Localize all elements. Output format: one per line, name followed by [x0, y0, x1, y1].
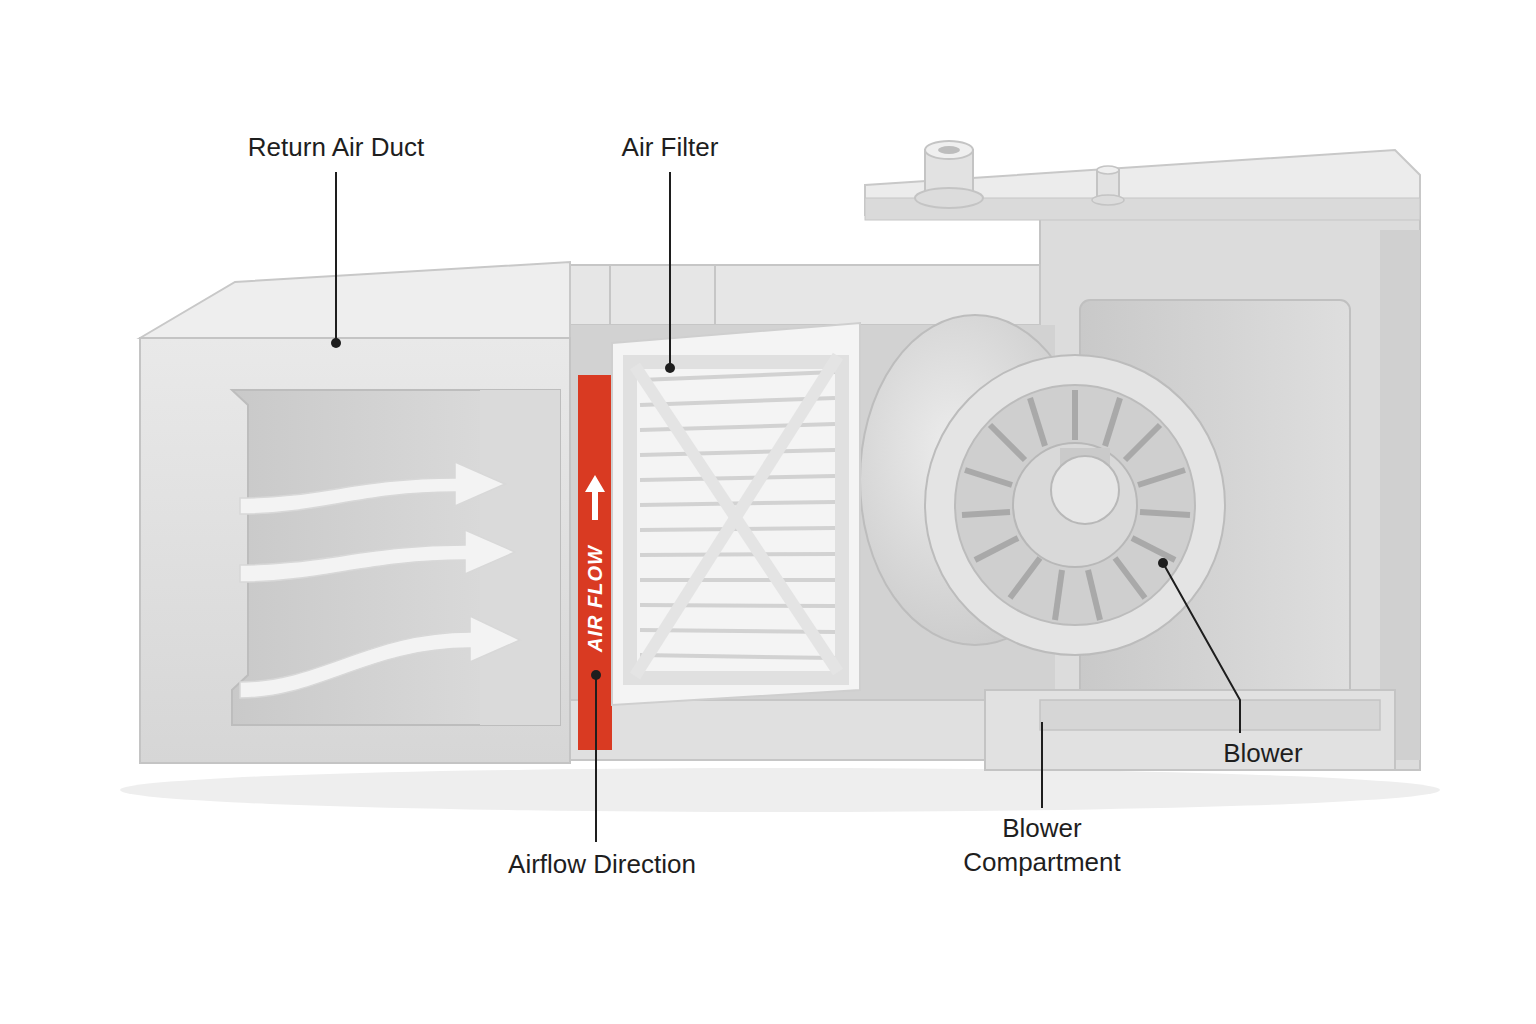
part-label: Blower Compartment — [927, 812, 1157, 880]
part-label: Air Filter — [622, 131, 719, 165]
part-label: Blower — [1223, 737, 1302, 771]
strip-label: AIR FLOW — [584, 545, 607, 652]
part-label: Return Air Duct — [248, 131, 424, 165]
part-label: Airflow Direction — [508, 848, 696, 882]
